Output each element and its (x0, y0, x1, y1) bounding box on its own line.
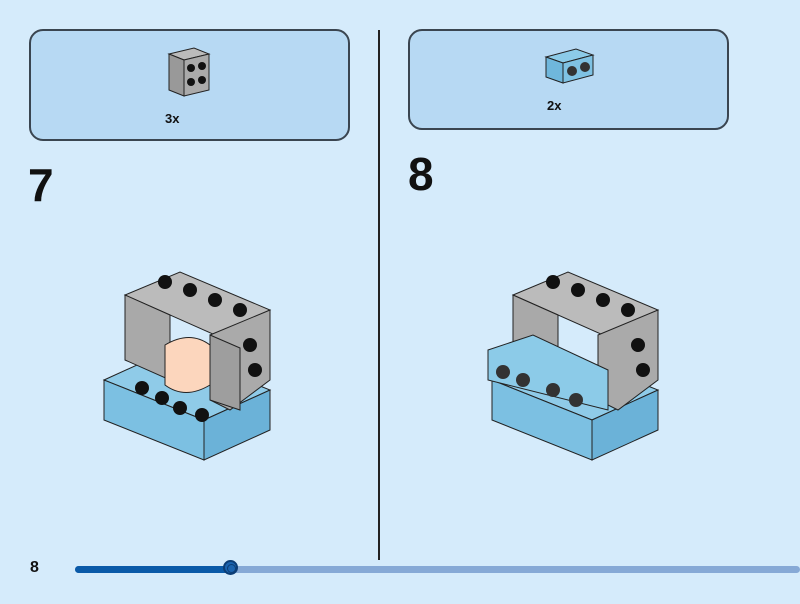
progress-bar[interactable] (75, 560, 800, 575)
page-number: 8 (30, 559, 39, 576)
progress-fill (75, 566, 231, 573)
part-quantity: 3x (165, 111, 180, 126)
parts-callout-step-8: 2x (408, 29, 729, 130)
parts-callout-step-7: 3x (29, 29, 350, 141)
blue-brick-part-icon (544, 48, 595, 84)
gray-brick-part-icon (167, 47, 211, 97)
step-7-model-illustration (102, 271, 272, 461)
step-number: 8 (408, 148, 434, 200)
step-divider (378, 30, 380, 560)
progress-handle[interactable] (222, 560, 238, 575)
part-quantity: 2x (547, 98, 562, 113)
step-number: 7 (28, 159, 54, 211)
step-8-model-illustration (487, 271, 660, 461)
